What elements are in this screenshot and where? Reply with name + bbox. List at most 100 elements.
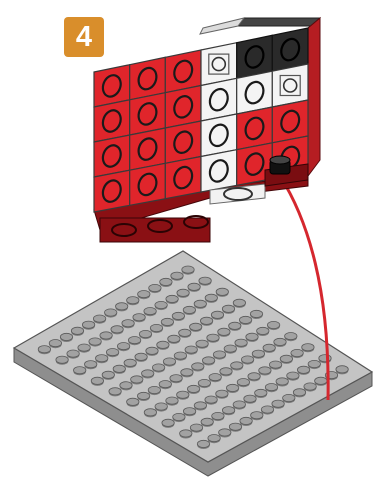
plate-stud bbox=[283, 394, 295, 401]
plate-stud bbox=[252, 350, 264, 357]
plate-stud bbox=[160, 278, 172, 285]
plate-stud bbox=[197, 440, 209, 447]
plate-stud bbox=[246, 333, 258, 340]
plate-stud bbox=[224, 345, 236, 352]
plate-stud bbox=[251, 412, 263, 419]
plate-stud bbox=[265, 384, 277, 391]
plate-stud bbox=[120, 382, 132, 389]
plate-stud bbox=[173, 413, 185, 420]
plate-stud bbox=[229, 322, 241, 329]
plate-stud bbox=[146, 347, 158, 354]
plate-stud bbox=[171, 272, 183, 279]
plate-stud bbox=[174, 352, 186, 359]
plate-stud bbox=[142, 370, 154, 377]
plate-stud bbox=[117, 343, 129, 350]
plate-stud bbox=[124, 359, 136, 366]
plate-stud bbox=[233, 401, 245, 408]
plate-stud bbox=[128, 337, 140, 344]
plate-stud bbox=[183, 306, 195, 313]
plate-stud bbox=[138, 291, 150, 298]
plate-stud bbox=[233, 299, 245, 306]
plate-stud bbox=[71, 327, 83, 334]
plate-stud bbox=[106, 349, 118, 356]
plate-stud bbox=[198, 379, 210, 386]
plate-stud bbox=[168, 335, 180, 342]
brick-top-white bbox=[200, 18, 244, 34]
plate-stud bbox=[315, 377, 327, 384]
plate-stud bbox=[257, 327, 269, 334]
plate-stud bbox=[219, 429, 231, 436]
plate-stud bbox=[248, 373, 260, 380]
plate-stud bbox=[222, 305, 234, 312]
plate-stud bbox=[78, 344, 90, 351]
plate-stud bbox=[287, 372, 299, 379]
plate-stud bbox=[250, 310, 262, 317]
plate-stud bbox=[144, 409, 156, 416]
plate-stud bbox=[111, 326, 123, 333]
plate-stud bbox=[308, 360, 320, 367]
plate-stud bbox=[319, 355, 331, 362]
brick-cell-red bbox=[272, 100, 308, 143]
plate-stud bbox=[180, 430, 192, 437]
plate-stud bbox=[187, 385, 199, 392]
plate-stud bbox=[170, 375, 182, 382]
plate-stud bbox=[60, 333, 72, 340]
plate-stud bbox=[188, 283, 200, 290]
plate-stud bbox=[194, 402, 206, 409]
plate-stud bbox=[205, 396, 217, 403]
plate-stud bbox=[96, 355, 108, 362]
plate-stud bbox=[196, 340, 208, 347]
plate-stud bbox=[177, 391, 189, 398]
underside-left bbox=[100, 218, 210, 242]
plate-stud bbox=[218, 328, 230, 335]
plate-stud bbox=[100, 332, 112, 339]
plate-stud bbox=[216, 390, 228, 397]
plate-stud bbox=[269, 361, 281, 368]
plate-stud bbox=[208, 435, 220, 442]
plate-stud bbox=[157, 341, 169, 348]
plate-stud bbox=[183, 408, 195, 415]
plate-stud bbox=[127, 398, 139, 405]
peg-connector bbox=[270, 156, 290, 174]
plate-stud bbox=[267, 321, 279, 328]
plate-stud bbox=[150, 324, 162, 331]
plate-stud bbox=[213, 351, 225, 358]
plate-stud bbox=[240, 417, 252, 424]
plate-stud bbox=[336, 366, 348, 373]
plate-stud bbox=[202, 357, 214, 364]
plate-stud bbox=[149, 284, 161, 291]
brick-cell-red bbox=[165, 157, 201, 199]
plate-stud bbox=[199, 277, 211, 284]
plate-stud bbox=[194, 300, 206, 307]
plate-stud bbox=[222, 407, 234, 414]
plate-stud bbox=[200, 317, 212, 324]
plate-stud bbox=[244, 395, 256, 402]
plate-stud bbox=[274, 338, 286, 345]
plate-stud bbox=[177, 289, 189, 296]
plate-stud bbox=[131, 376, 143, 383]
brick-right-side bbox=[308, 18, 320, 176]
baseplate bbox=[14, 251, 372, 476]
plate-stud bbox=[166, 295, 178, 302]
plate-stud bbox=[133, 314, 145, 321]
brick-assembly bbox=[94, 18, 320, 242]
plate-stud bbox=[304, 383, 316, 390]
plate-stud bbox=[190, 323, 202, 330]
plate-stud bbox=[162, 419, 174, 426]
plate-stud bbox=[272, 400, 284, 407]
plate-stud bbox=[190, 424, 202, 431]
plate-stud bbox=[302, 344, 314, 351]
plate-stud bbox=[85, 361, 97, 368]
plate-stud bbox=[159, 381, 171, 388]
plate-stud bbox=[56, 356, 68, 363]
plate-stud bbox=[181, 369, 193, 376]
plate-stud bbox=[226, 384, 238, 391]
plate-stud bbox=[74, 367, 86, 374]
plate-stud bbox=[91, 377, 103, 384]
plate-stud bbox=[82, 321, 94, 328]
plate-stud bbox=[89, 338, 101, 345]
plate-stud bbox=[113, 365, 125, 372]
plate-stud bbox=[137, 392, 149, 399]
plate-stud bbox=[172, 312, 184, 319]
plate-stud bbox=[139, 330, 151, 337]
